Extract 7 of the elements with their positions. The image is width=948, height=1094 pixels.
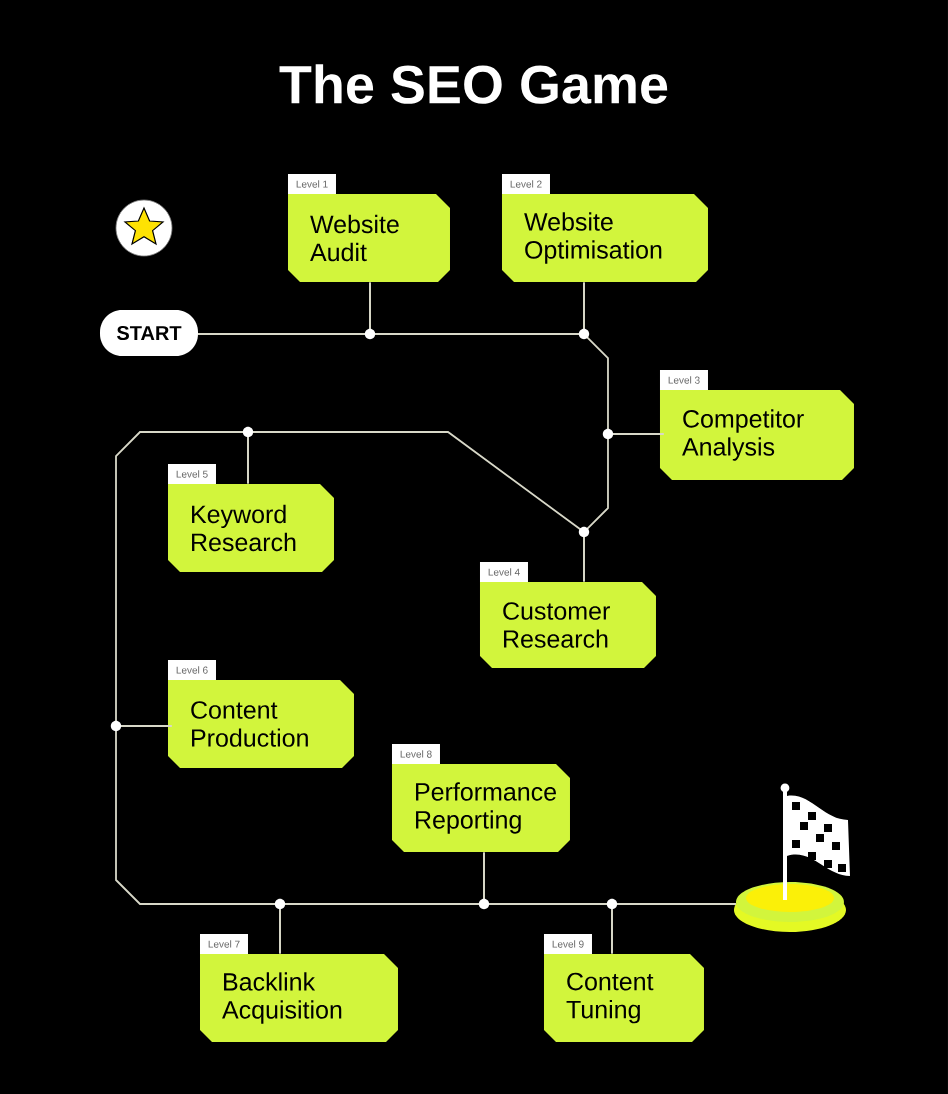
title: The SEO Game [279, 64, 668, 104]
flag-drawing [734, 783, 850, 932]
track-line [369, 281, 585, 335]
track-line [611, 903, 737, 955]
track-line [247, 431, 585, 583]
start-pill: START [100, 310, 198, 356]
track-line [115, 431, 249, 727]
